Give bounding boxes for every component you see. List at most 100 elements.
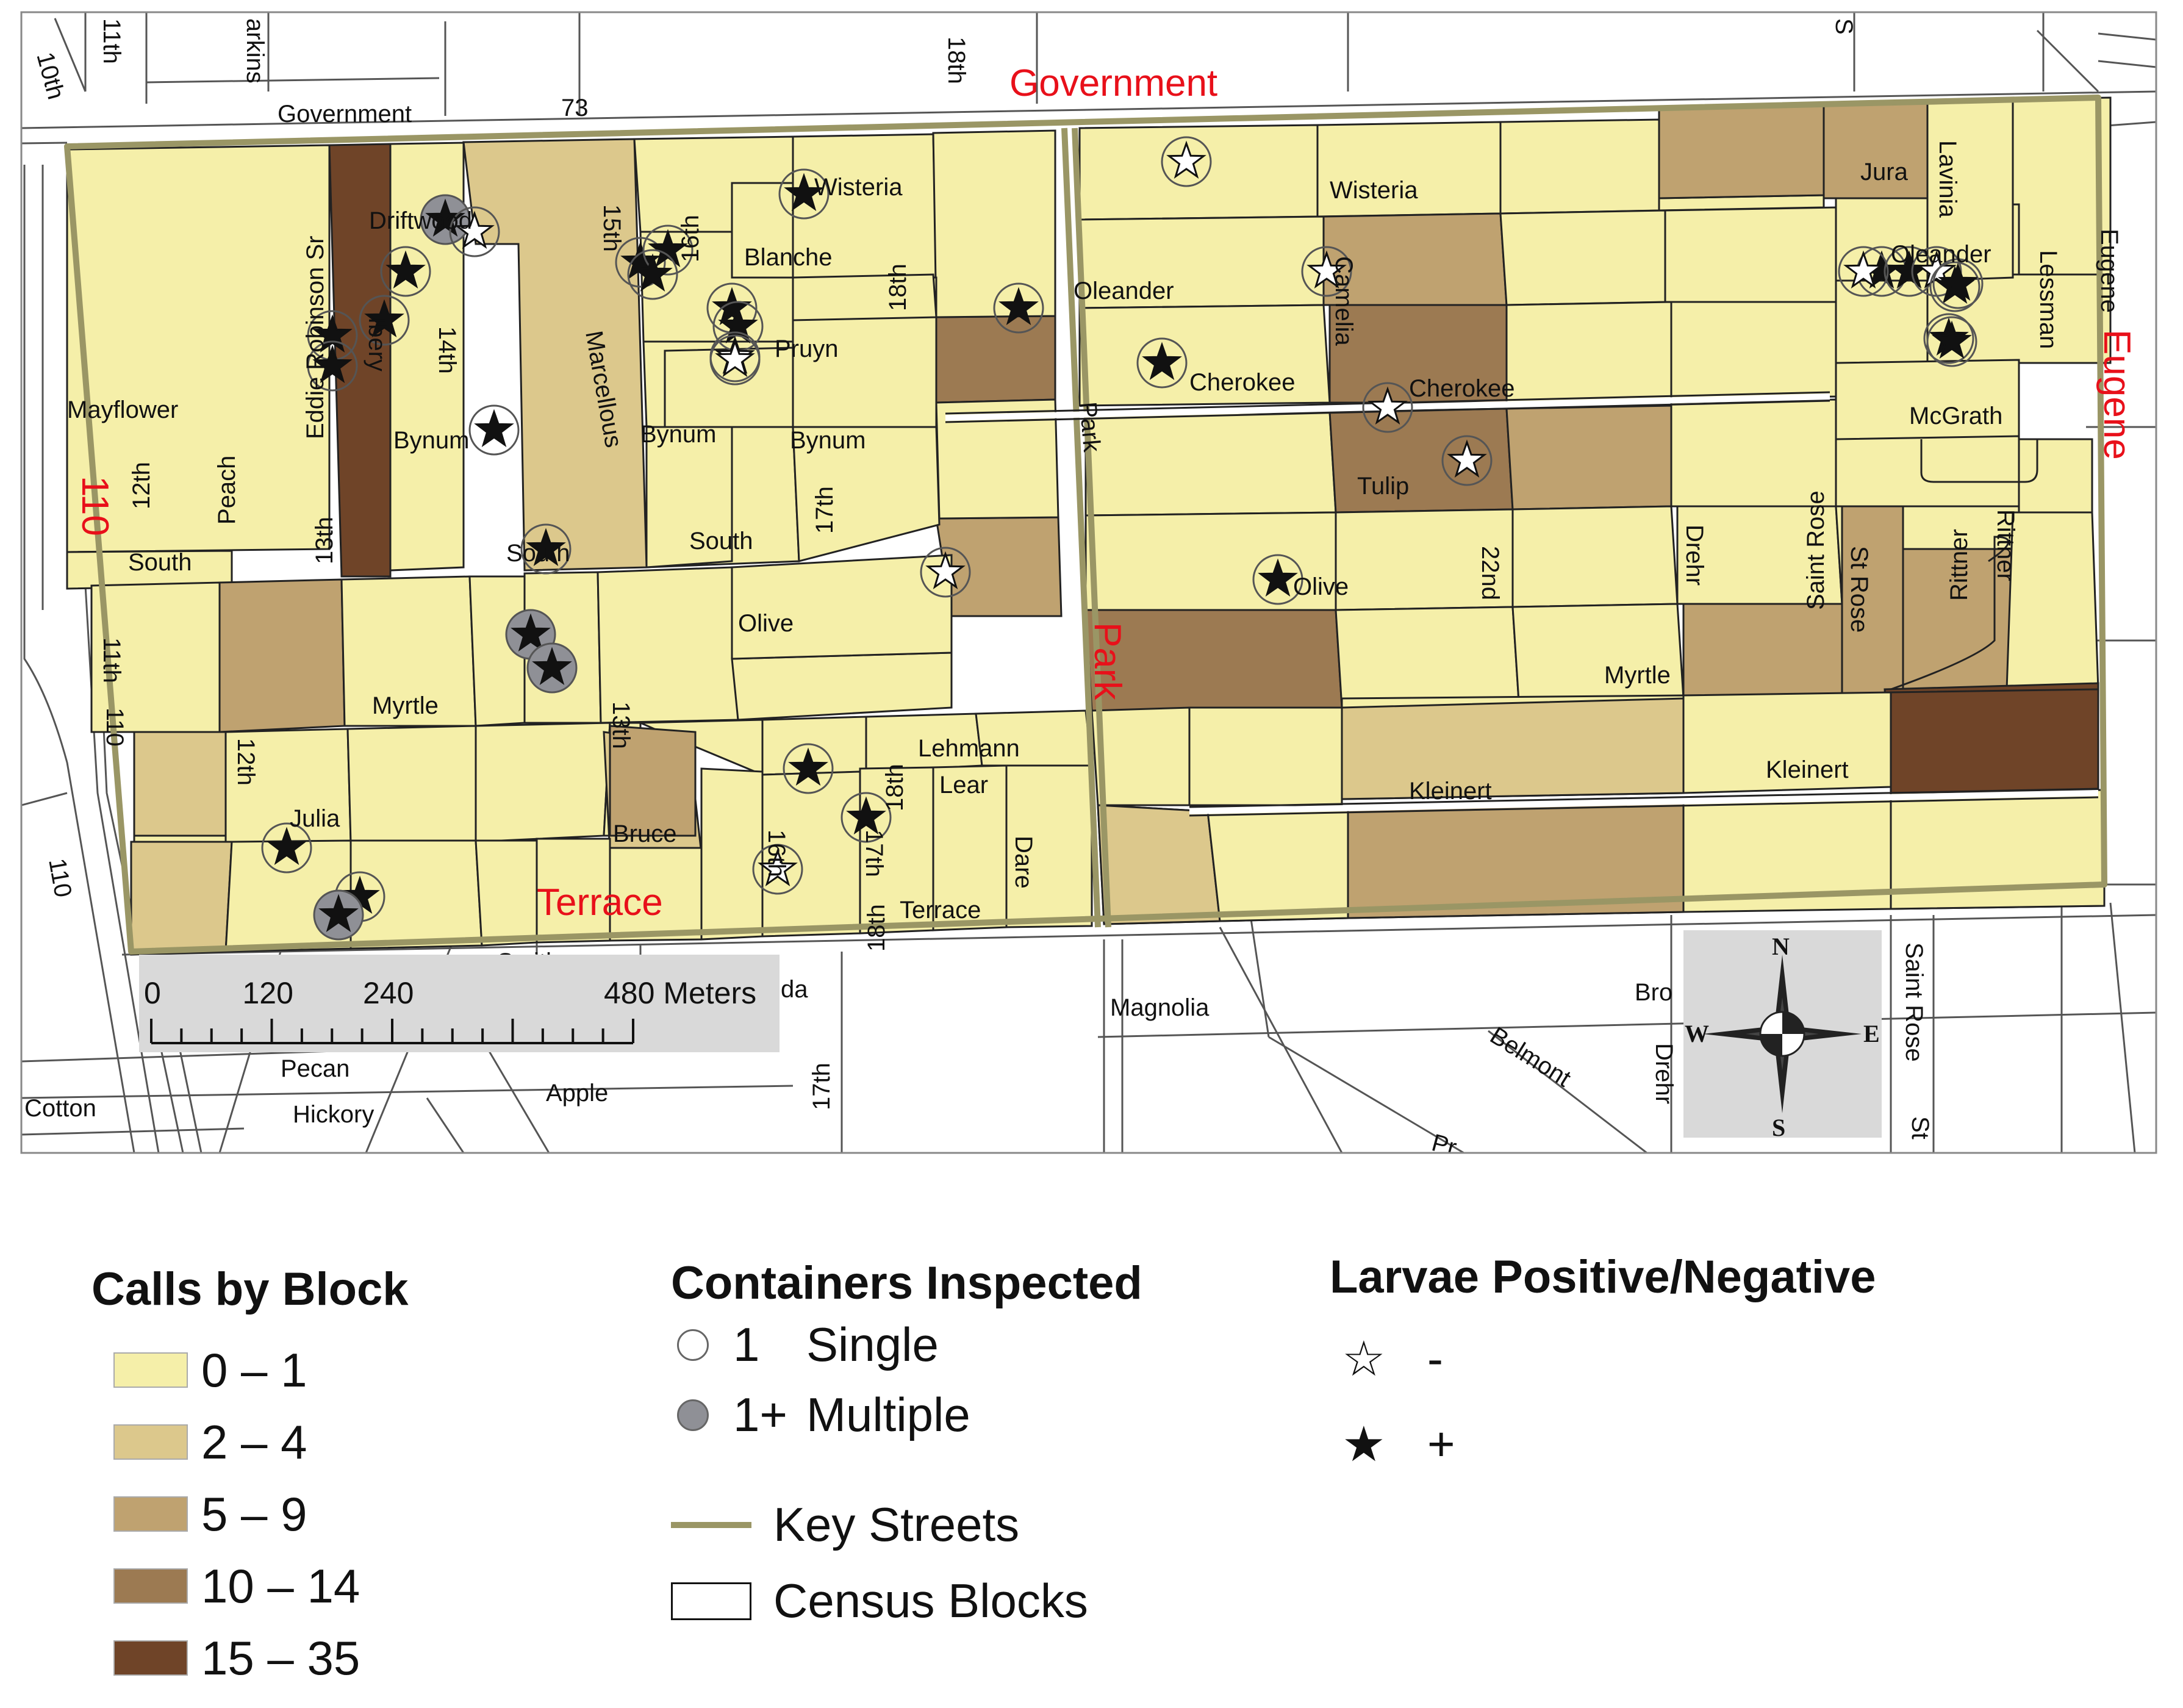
census-block-outline-icon bbox=[671, 1582, 751, 1620]
larvae-positive-star bbox=[318, 894, 359, 933]
legend-container-row: 1 Single bbox=[677, 1310, 1142, 1380]
street-label: 12th bbox=[128, 462, 155, 509]
street-label: Lessman bbox=[2035, 250, 2062, 349]
larvae-positive-star bbox=[788, 747, 828, 786]
street-label: McGrath bbox=[1909, 403, 2002, 429]
legend-container-label: Multiple bbox=[806, 1388, 970, 1441]
larvae-positive-star bbox=[532, 647, 572, 686]
road-line bbox=[54, 18, 87, 92]
census-block bbox=[1188, 706, 1343, 806]
single-container-circle bbox=[1923, 313, 1974, 364]
scale-bar-ticks bbox=[150, 1019, 634, 1043]
street-label: St bbox=[1907, 1116, 1934, 1139]
census-block bbox=[700, 767, 764, 941]
legend-larvae-row: ☆ - bbox=[1342, 1316, 1876, 1401]
street-label: Eugene bbox=[2096, 229, 2123, 313]
legend-class-row: 5 – 9 bbox=[113, 1478, 409, 1550]
street-label: Oleander bbox=[1891, 241, 1991, 268]
single-container-circle bbox=[993, 282, 1044, 334]
larvae-negative-star bbox=[1843, 250, 1884, 289]
inspection-marker bbox=[778, 168, 830, 220]
legend-larvae-items: ☆ - ★ + bbox=[1330, 1316, 1876, 1487]
larvae-negative-star bbox=[1368, 386, 1408, 425]
larvae-negative-star bbox=[1447, 439, 1487, 478]
single-container-circle bbox=[709, 334, 761, 386]
census-block bbox=[346, 725, 477, 843]
street-label: Lear bbox=[939, 772, 988, 798]
road-line bbox=[2098, 32, 2156, 41]
street-edges bbox=[945, 391, 2099, 817]
street-label: Lehmann bbox=[918, 735, 1020, 762]
census-blocks bbox=[66, 96, 2112, 956]
street-label: Bynum bbox=[640, 421, 717, 448]
map: 10th 11th arkins 18th S Government 73 Wi… bbox=[20, 11, 2157, 1154]
street-label: Kleinert bbox=[1409, 778, 1492, 805]
compass-label-north: N bbox=[1772, 933, 1790, 960]
census-block bbox=[932, 129, 1056, 318]
key-street-lines bbox=[64, 95, 2107, 955]
scale-bar: 0 120 240 480 Meters bbox=[139, 955, 780, 1052]
legend-larvae-label: + bbox=[1427, 1416, 1455, 1471]
scale-label: 240 bbox=[363, 976, 414, 1010]
inspection-marker bbox=[783, 743, 834, 794]
legend-class-row: 0 – 1 bbox=[113, 1334, 409, 1406]
street-label: Terrace bbox=[900, 897, 981, 924]
street-label: 17th bbox=[861, 830, 887, 877]
street-label: Drehr bbox=[1681, 525, 1708, 586]
legend-swatch bbox=[113, 1424, 188, 1460]
road-line bbox=[426, 1097, 465, 1153]
legend-line-row: Census Blocks bbox=[671, 1563, 1142, 1639]
street-label: Park bbox=[1074, 401, 1105, 454]
inspection-marker bbox=[380, 246, 431, 297]
compass-label-south: S bbox=[1772, 1114, 1785, 1141]
single-container-circle bbox=[1136, 337, 1188, 389]
street-label: 15th bbox=[598, 204, 625, 252]
street-label: Hickory bbox=[293, 1101, 374, 1128]
census-block bbox=[1835, 435, 2020, 508]
census-block bbox=[1670, 301, 1837, 401]
single-container-circle bbox=[752, 844, 803, 895]
street-label: 14th bbox=[434, 326, 461, 374]
compass-label-west: W bbox=[1685, 1020, 1709, 1047]
road-line bbox=[1219, 927, 1343, 1153]
legend-class-label: 5 – 9 bbox=[201, 1487, 307, 1541]
single-container-circle bbox=[783, 743, 834, 794]
larvae-positive-star bbox=[648, 229, 688, 268]
street-label: 18th bbox=[881, 764, 908, 811]
road-line bbox=[146, 77, 440, 84]
street-label: 13th bbox=[311, 517, 338, 564]
larvae-positive-star bbox=[364, 299, 404, 338]
road-line bbox=[21, 1085, 794, 1099]
street-label: Lavinia bbox=[1934, 140, 1961, 218]
inspection-marker bbox=[1932, 258, 1984, 309]
census-block bbox=[218, 578, 346, 733]
single-container-circle bbox=[520, 523, 572, 575]
inspection-marker bbox=[520, 523, 572, 575]
street-label: Jura bbox=[1860, 159, 1909, 185]
inspection-marker bbox=[1441, 435, 1493, 486]
street-edge bbox=[1890, 536, 2009, 691]
street-label: Pecan bbox=[281, 1055, 349, 1082]
street-label: Cotton bbox=[24, 1095, 96, 1122]
street-label: Eddie Robinson Sr bbox=[302, 235, 329, 439]
larvae-negative-star bbox=[454, 210, 495, 249]
north-arrow: N S E W bbox=[1683, 930, 1882, 1141]
legend-containers-title: Containers Inspected bbox=[671, 1257, 1142, 1309]
single-container-circle bbox=[359, 295, 410, 346]
larvae-positive-star bbox=[998, 287, 1039, 326]
inspection-marker bbox=[1161, 136, 1212, 187]
inspection-marker bbox=[709, 334, 761, 386]
street-label: South bbox=[689, 528, 753, 554]
street-label: 17th bbox=[811, 486, 838, 534]
legend-container-row: 1+ Multiple bbox=[677, 1380, 1142, 1450]
larvae-negative-star bbox=[715, 339, 755, 378]
census-block bbox=[1499, 118, 1660, 215]
inspection-marker bbox=[1926, 316, 1977, 367]
legend-key-streets-label: Key Streets bbox=[773, 1498, 1020, 1551]
legend-containers-inspected: Containers Inspected 1 Single 1+ Multipl… bbox=[671, 1257, 1142, 1639]
road-line bbox=[21, 1127, 245, 1136]
legend-class-row: 2 – 4 bbox=[113, 1406, 409, 1478]
key-street-label: Park bbox=[1086, 622, 1128, 700]
street-label: Myrtle bbox=[1604, 662, 1671, 689]
legend-swatch bbox=[113, 1568, 188, 1604]
